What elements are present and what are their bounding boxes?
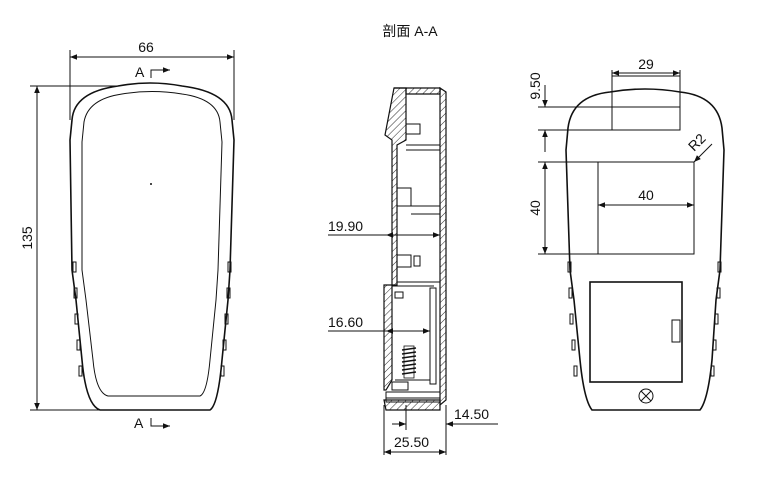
section-top-cap bbox=[394, 87, 441, 95]
back-battery-door bbox=[589, 281, 683, 383]
front-inner-outline bbox=[81, 91, 223, 397]
dim-40-height-label: 40 bbox=[527, 200, 543, 216]
back-door-latch bbox=[671, 319, 681, 343]
section-internal-ribs bbox=[385, 94, 441, 403]
dim-40-width-label: 40 bbox=[638, 187, 654, 203]
section-arrow-bottom bbox=[150, 418, 170, 429]
front-width-label: 66 bbox=[138, 39, 154, 55]
section-left-wall-lower bbox=[383, 284, 393, 391]
section-mark-bottom: A bbox=[134, 415, 144, 431]
front-height-label: 135 bbox=[19, 226, 35, 250]
dim-25-50-label: 25.50 bbox=[394, 434, 429, 450]
back-top-window bbox=[611, 75, 681, 131]
front-side-bumps bbox=[72, 261, 232, 377]
front-view: 66 135 A A bbox=[19, 39, 235, 431]
radius-leader bbox=[693, 143, 713, 163]
front-center-dot bbox=[150, 183, 152, 185]
section-arrow-top bbox=[150, 67, 170, 78]
dim-29-label: 29 bbox=[638, 56, 654, 72]
section-title: 剖面 A-A bbox=[382, 23, 438, 39]
back-view: 29 9.50 40 40 R2 bbox=[527, 56, 725, 411]
section-spring bbox=[401, 345, 417, 379]
dim-14-50-label: 14.50 bbox=[454, 406, 489, 422]
dim-9-50-label: 9.50 bbox=[527, 72, 543, 99]
section-right-wall bbox=[439, 86, 447, 407]
front-outer-outline bbox=[69, 82, 235, 411]
back-side-bumps bbox=[567, 261, 722, 377]
dim-16-60-label: 16.60 bbox=[328, 314, 363, 330]
back-square-window bbox=[597, 161, 695, 255]
back-screw bbox=[638, 388, 654, 404]
screw-cross-icon bbox=[640, 390, 652, 402]
section-mark-top: A bbox=[135, 64, 145, 80]
section-view: 19.90 16.60 14.50 25.50 bbox=[328, 86, 498, 455]
dim-19-90-label: 19.90 bbox=[328, 218, 363, 234]
section-bottom-cap bbox=[383, 399, 441, 411]
